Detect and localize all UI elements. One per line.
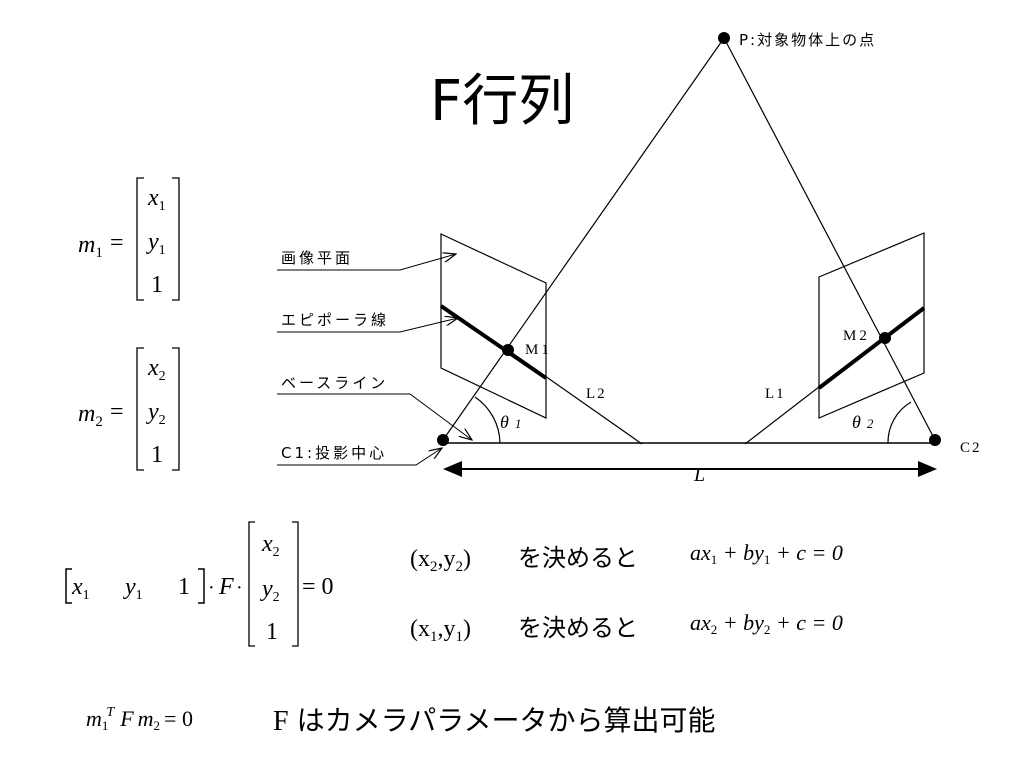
- dot-operator-1: ·: [208, 577, 215, 599]
- col-vector-one: 1: [266, 619, 278, 645]
- equation-rhs: = 0: [302, 574, 334, 600]
- constraint-row-1: (x2,y2) を決めると ax1 + by1 + c = 0: [410, 540, 843, 575]
- callout-projection-center-text: C1:投影中心: [281, 444, 387, 462]
- constraint-1-line: ax1 + by1 + c = 0: [690, 540, 843, 567]
- dot-operator-2: ·: [236, 577, 243, 599]
- vector-m2-row-one: 1: [151, 442, 163, 468]
- callout-epipolar-line-text: エピポーラ線: [281, 311, 389, 329]
- label-baseline-length: L: [693, 464, 705, 486]
- point-c1: [437, 434, 449, 446]
- row-vector-y: y1: [123, 574, 143, 603]
- label-m2: M2: [843, 328, 870, 344]
- label-l2: L2: [586, 386, 607, 402]
- ray-c1-p: [442, 37, 725, 441]
- vector-m1-row-x: x1: [147, 185, 166, 214]
- slide-title: F行列: [430, 69, 574, 134]
- epipolar-line-right: [817, 306, 926, 390]
- angle-arc-theta1: [474, 396, 501, 444]
- point-c2: [929, 434, 941, 446]
- vector-m2-row-x: x2: [147, 355, 166, 384]
- constraint-2-given: (x1,y1): [410, 616, 471, 645]
- length-arrow-right-head: [918, 461, 937, 477]
- matrix-f: F: [218, 574, 234, 600]
- constraint-1-given: (x2,y2): [410, 546, 471, 575]
- length-arrow-left-head: [443, 461, 462, 477]
- row-vector-x: x1: [71, 574, 90, 603]
- vector-m1-equals: =: [110, 230, 124, 256]
- callout-image-plane-text: 画像平面: [281, 249, 353, 267]
- point-m1: [502, 344, 514, 356]
- callout-epipolar-line: エピポーラ線: [277, 311, 458, 333]
- point-p: [718, 32, 730, 44]
- epipolar-equation: x1 y1 1 · F · x2 y2 1 = 0: [65, 521, 334, 647]
- label-c2: C2: [960, 440, 982, 456]
- ray-c2-p: [723, 37, 936, 441]
- col-vector-x: x2: [261, 531, 280, 560]
- vector-m2-name: m2: [78, 401, 103, 430]
- vector-m1: m1 = x1 y1 1: [78, 177, 180, 301]
- callout-baseline-text: ベースライン: [281, 374, 388, 392]
- vector-m2: m2 = x2 y2 1: [78, 347, 180, 471]
- row-vector-one: 1: [178, 574, 190, 600]
- constraint-1-text: を決めると: [518, 544, 638, 572]
- constraint-2-text: を決めると: [518, 614, 638, 642]
- constraint-row-2: (x1,y1) を決めると ax2 + by2 + c = 0: [410, 610, 843, 645]
- vector-m2-row-y: y2: [146, 399, 166, 428]
- callout-projection-center: C1:投影中心: [277, 444, 442, 466]
- label-l1: L1: [765, 386, 786, 402]
- image-plane-left: [440, 233, 547, 419]
- angle-arc-theta2: [887, 401, 912, 444]
- label-m1: M1: [525, 342, 552, 358]
- point-p-label: P:対象物体上の点: [739, 31, 876, 49]
- callout-image-plane: 画像平面: [277, 249, 456, 271]
- col-vector-y: y2: [260, 576, 280, 605]
- point-m2: [879, 332, 891, 344]
- callout-baseline: ベースライン: [277, 374, 472, 440]
- image-plane-right: [818, 232, 925, 419]
- vector-m1-row-one: 1: [151, 272, 163, 298]
- vector-m2-equals: =: [110, 399, 124, 425]
- vector-m1-name: m1: [78, 232, 103, 261]
- vector-m1-row-y: y1: [146, 229, 166, 258]
- constraint-2-line: ax2 + by2 + c = 0: [690, 610, 843, 637]
